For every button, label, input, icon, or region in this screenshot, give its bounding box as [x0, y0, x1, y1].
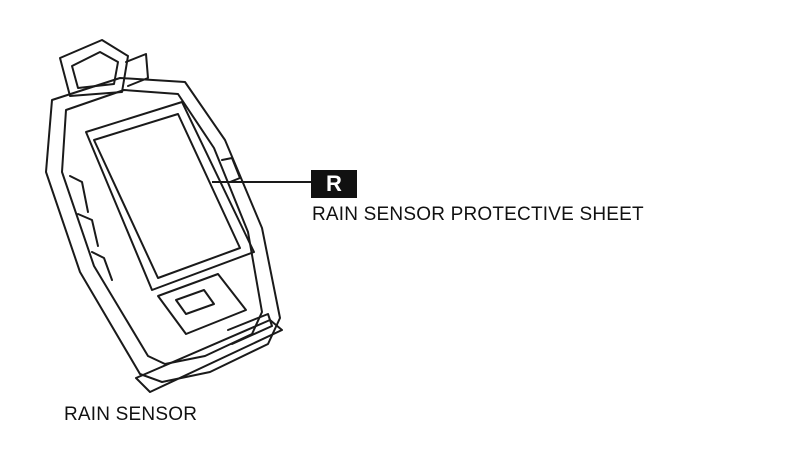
sensor-housing [45, 77, 281, 383]
protective-sheet-frame [85, 101, 255, 291]
right-tab [221, 157, 241, 183]
protective-sheet-label: RAIN SENSOR PROTECTIVE SHEET [312, 204, 644, 225]
rain-sensor-label: RAIN SENSOR [64, 404, 198, 425]
protective-sheet [93, 113, 241, 279]
lower-window [157, 273, 247, 335]
side-rib-2 [77, 213, 99, 247]
reference-badge: R [311, 170, 357, 198]
side-rib-3 [91, 251, 113, 281]
connector-slot [71, 51, 119, 89]
lower-notch [175, 289, 215, 315]
connector-tab [59, 39, 129, 97]
side-rib-1 [69, 175, 89, 213]
connector-clip [125, 53, 149, 87]
bottom-step [227, 313, 273, 345]
bottom-flange [135, 319, 283, 393]
